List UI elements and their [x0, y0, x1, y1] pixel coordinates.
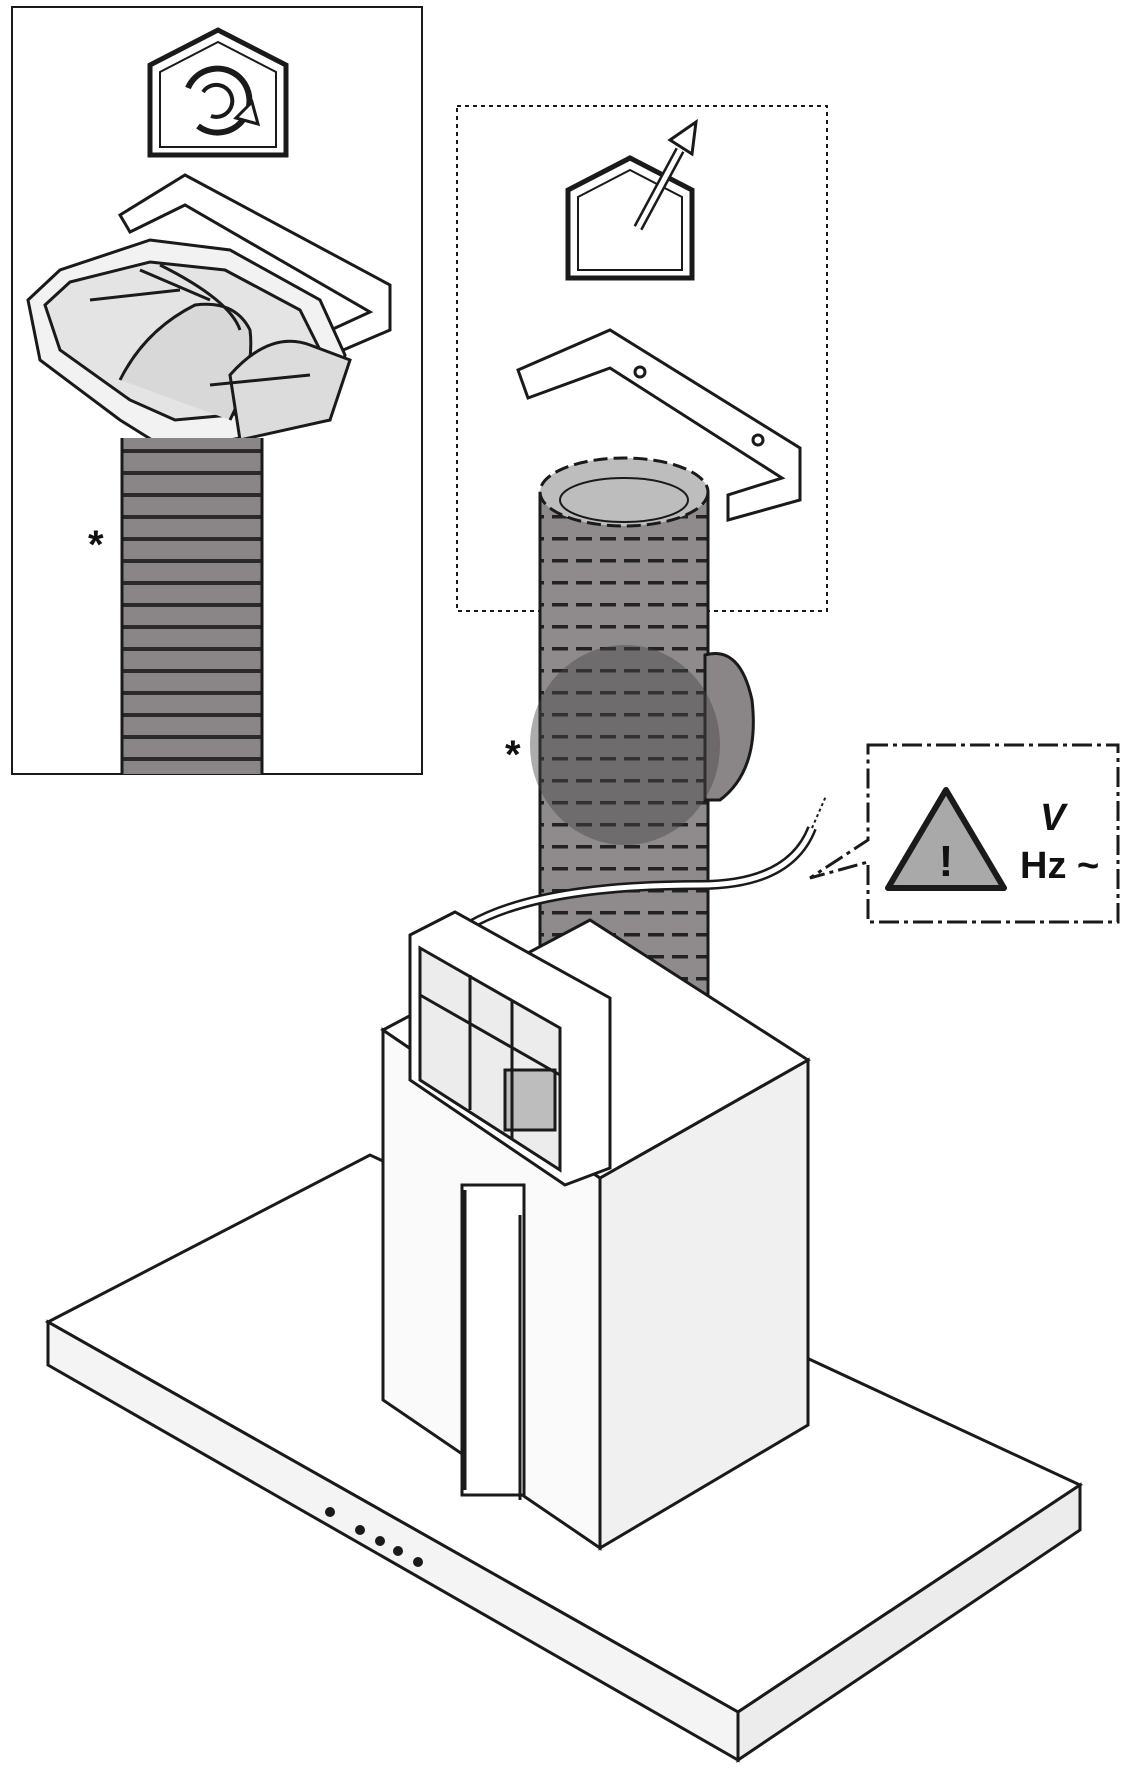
voltage-label: V: [1040, 797, 1068, 839]
power-icon[interactable]: [325, 1507, 335, 1517]
plus-icon[interactable]: [393, 1546, 403, 1556]
recirculation-adapter: [26, 173, 392, 447]
house-recirculation-icon: [147, 27, 289, 158]
recirculation-duct: [120, 438, 264, 774]
extraction-panel: [456, 105, 828, 612]
asterisk-recirculation: *: [88, 523, 104, 567]
asterisk-main: *: [505, 733, 521, 777]
recirculation-panel: *: [11, 6, 423, 775]
extraction-bracket: [516, 328, 802, 522]
electrical-warning-callout: ! V Hz ~: [809, 743, 1120, 924]
warning-symbol: !: [939, 837, 954, 886]
motor-unit: [408, 910, 612, 1187]
frequency-label: Hz ~: [1020, 845, 1099, 887]
fan-icon[interactable]: [375, 1536, 385, 1546]
control-panel: [325, 1507, 423, 1567]
minus-icon[interactable]: [355, 1525, 365, 1535]
power-cable: [467, 795, 827, 930]
warning-triangle-icon: !: [885, 787, 1007, 891]
house-extraction-icon: [565, 118, 698, 281]
boost-icon[interactable]: [413, 1557, 423, 1567]
